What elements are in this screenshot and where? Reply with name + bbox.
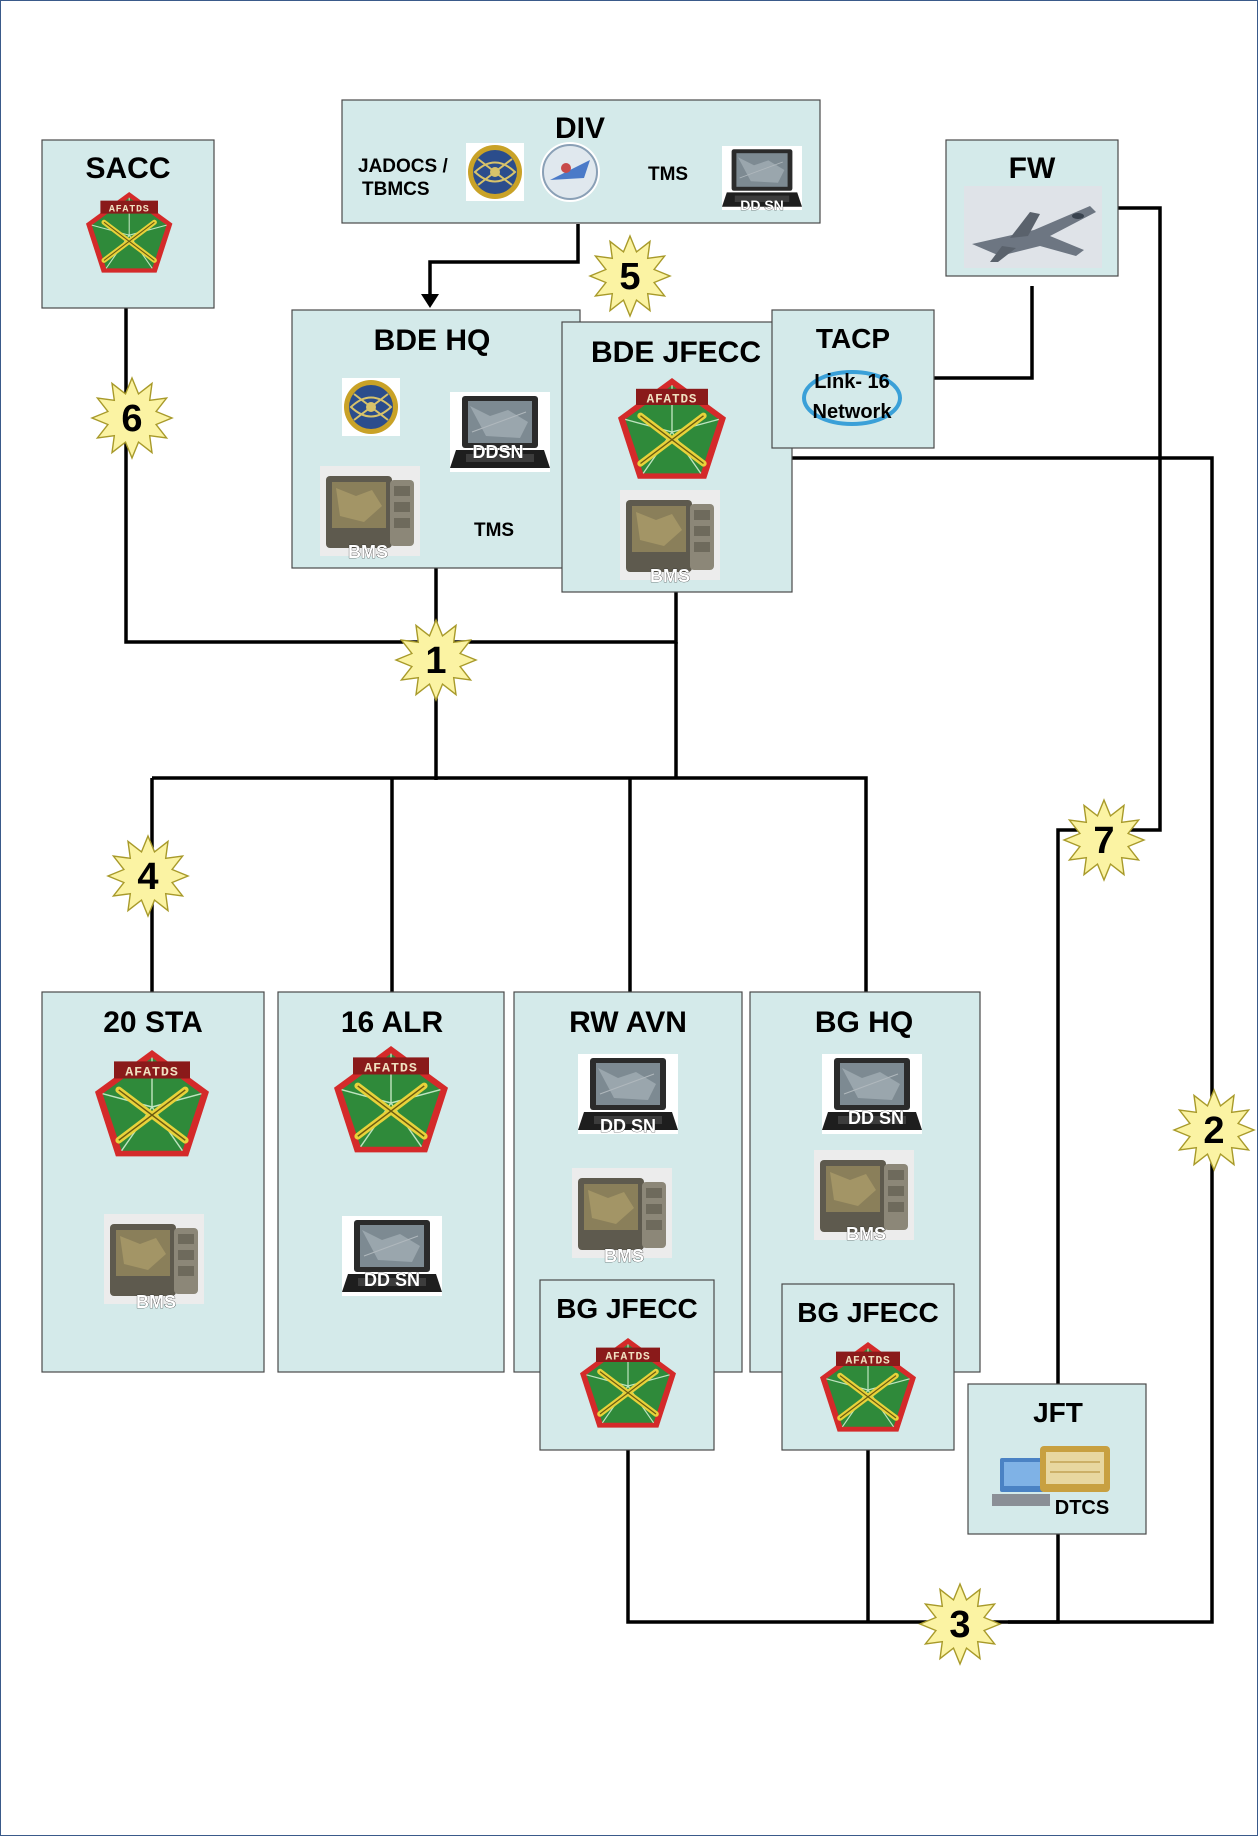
node-title: TACP (816, 323, 890, 354)
starburst-icon (90, 376, 174, 460)
marker-3: 3 (918, 1582, 1002, 1666)
node-fw: FW (945, 139, 1119, 277)
bms-label: BMS (846, 1224, 886, 1244)
node-title: RW AVN (569, 1006, 687, 1039)
bus-1 (428, 592, 678, 644)
node-title: BDE HQ (374, 324, 491, 357)
marker-number: 5 (619, 256, 640, 298)
jadocs-seal-icon (341, 377, 401, 437)
tbmcs-label: TBMCS (362, 179, 430, 200)
bms-label: BMS (136, 1292, 176, 1312)
starburst-icon (918, 1582, 1002, 1666)
marker-2: 2 (1172, 1088, 1256, 1172)
dtcs-terminal-icon (992, 1446, 1110, 1506)
node-title: BG HQ (815, 1006, 913, 1039)
bms-terminal-icon (572, 1168, 672, 1258)
marker-6: 6 (90, 376, 174, 460)
tbmcs-seal-icon (540, 142, 600, 202)
marker-4: 4 (106, 834, 190, 918)
markers: 1 2 3 4 5 6 7 (90, 234, 1256, 1666)
bms-label: BMS (348, 542, 388, 562)
node-title: BDE JFECC (591, 336, 761, 369)
node-bg-jfecc-2: BG JFECC (781, 1283, 955, 1451)
starburst-icon (106, 834, 190, 918)
marker-number: 6 (121, 398, 142, 440)
jadocs-label: JADOCS / (358, 156, 448, 177)
node-bde-hq: BDE HQ DDSN BMS TMS (291, 309, 581, 569)
node-jft: JFT DTCS (967, 1383, 1147, 1535)
node-bg-jfecc-1: BG JFECC (539, 1279, 715, 1451)
marker-number: 3 (949, 1604, 970, 1646)
tms-label: TMS (648, 164, 688, 185)
link16-ring-icon (802, 370, 902, 426)
starburst-icon (588, 234, 672, 318)
tms-label: TMS (474, 520, 514, 541)
node-title: 20 STA (103, 1006, 202, 1039)
node-div: DIV JADOCS / TBMCS TMS DD SN (341, 99, 821, 224)
node-title: BG JFECC (556, 1293, 698, 1324)
marker-number: 4 (137, 856, 158, 898)
distribution-bus (152, 776, 868, 992)
ddsn-label: DDSN (472, 442, 523, 462)
bms-terminal-icon (104, 1214, 204, 1304)
node-title: JFT (1033, 1397, 1083, 1428)
ddsn-label: DD SN (740, 197, 784, 213)
marker-5: 5 (588, 234, 672, 318)
link-7 (1056, 206, 1162, 1384)
node-title: BG JFECC (797, 1297, 939, 1328)
bms-label: BMS (604, 1246, 644, 1266)
node-tacp: TACP Link- 16 Network (771, 309, 935, 449)
starburst-icon (1062, 798, 1146, 882)
node-title: SACC (85, 152, 170, 185)
div-to-bde-hq-link (428, 224, 580, 296)
node-20-sta: 20 STA BMS (41, 991, 265, 1373)
node-title: FW (1009, 152, 1056, 185)
marker-number: 1 (425, 640, 446, 682)
starburst-icon (394, 618, 478, 702)
node-title: 16 ALR (341, 1006, 444, 1039)
marker-1: 1 (394, 618, 478, 702)
jadocs-seal-icon (465, 142, 525, 202)
network-label: Network (813, 401, 893, 423)
node-title: DIV (555, 112, 605, 145)
connector-lines (124, 206, 1214, 1624)
link-2 (792, 456, 1214, 1624)
bms-label: BMS (650, 566, 690, 586)
fighter-jet-icon (964, 186, 1102, 268)
dtcs-label: DTCS (1055, 1497, 1109, 1519)
marker-number: 7 (1093, 820, 1114, 862)
node-bde-jfecc: BDE JFECC BMS (561, 321, 793, 593)
marker-number: 2 (1203, 1110, 1224, 1152)
bus-3 (626, 1450, 1060, 1624)
node-16-alr: 16 ALR DD SN (277, 991, 505, 1373)
starburst-icon (1172, 1088, 1256, 1172)
arrowhead (421, 294, 439, 308)
link16-label: Link- 16 (814, 371, 890, 393)
ddsn-label: DD SN (600, 1116, 656, 1136)
ddsn-label: DD SN (364, 1270, 420, 1290)
node-sacc: SACC (41, 139, 215, 309)
fw-to-tacp-link (934, 286, 1034, 380)
ddsn-label: DD SN (848, 1108, 904, 1128)
marker-7: 7 (1062, 798, 1146, 882)
